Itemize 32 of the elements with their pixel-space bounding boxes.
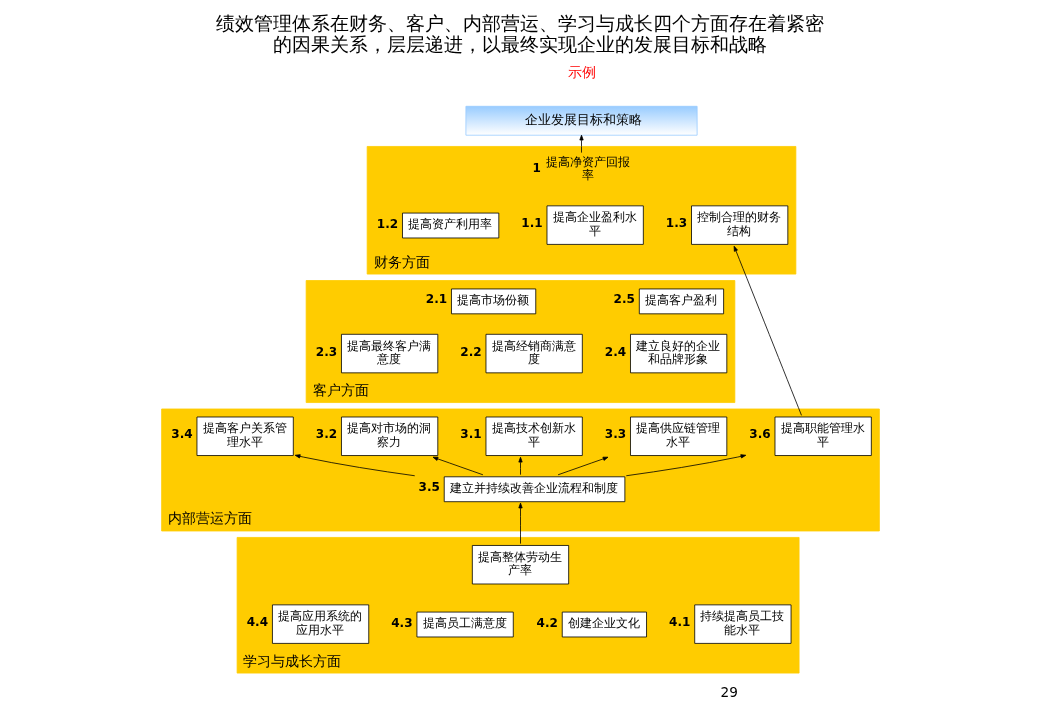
arrow (625, 454, 746, 477)
label: 29 (720, 684, 738, 701)
node-label: 4.2 (536, 615, 558, 630)
node-box: 企业发展目标和策略 (465, 105, 697, 136)
node-label: 4.3 (390, 615, 413, 630)
node-label: 1.3 (665, 216, 687, 231)
arrow (294, 454, 415, 477)
arrow (733, 245, 802, 416)
node-label: 4.4 (246, 615, 268, 630)
label: 示例 (567, 64, 596, 81)
arrow (517, 502, 523, 544)
node-label: 2.5 (613, 292, 635, 307)
node-label: 2.3 (315, 344, 337, 359)
node-label: 3.3 (604, 427, 626, 442)
node-label: 1.2 (376, 216, 398, 231)
node-label: 2.1 (425, 292, 447, 307)
node-label: 3.4 (170, 427, 193, 442)
node-label: 1 (532, 160, 541, 175)
node-label: 3.5 (418, 480, 440, 495)
node-text: 提高净资产回报率 (545, 154, 630, 183)
arrow (517, 456, 523, 476)
arrow (557, 456, 608, 476)
node-label: 2.2 (459, 344, 482, 359)
arrow (578, 134, 584, 154)
diagram-title: 绩效管理体系在财务、客户、内部营运、学习与成长四个方面存在着紧密的因果关系，层层递进，以最终实现企业的发展目标和战略 (216, 12, 824, 57)
node-label: 3.2 (315, 427, 337, 442)
node-label: 4.1 (668, 615, 690, 630)
node-label: 2.4 (604, 344, 626, 359)
node-label: 1.1 (520, 216, 543, 231)
arrow (432, 456, 483, 476)
node-label: 3.6 (748, 427, 771, 442)
node-label: 3.1 (459, 427, 482, 442)
